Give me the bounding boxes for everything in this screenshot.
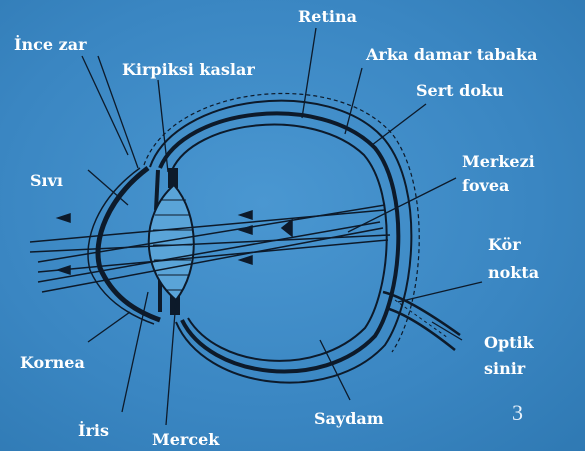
label-sivi: Sıvı bbox=[30, 171, 63, 190]
label-iris: İris bbox=[78, 420, 109, 440]
label-ince-zar: İnce zar bbox=[14, 34, 87, 54]
label-optik: Optik bbox=[484, 333, 535, 352]
label-sert-doku: Sert doku bbox=[416, 81, 504, 100]
label-retina: Retina bbox=[298, 7, 357, 26]
label-kor: Kör bbox=[488, 235, 521, 254]
label-mercek: Mercek bbox=[152, 430, 220, 449]
label-kornea: Kornea bbox=[20, 353, 85, 372]
label-arka-damar-tabaka: Arka damar tabaka bbox=[365, 45, 537, 64]
light-rays bbox=[30, 205, 390, 292]
label-kirpiksi-kaslar: Kirpiksi kaslar bbox=[122, 60, 255, 79]
page-number: 3 bbox=[512, 400, 523, 425]
label-sinir: sinir bbox=[484, 359, 526, 378]
label-nokta: nokta bbox=[488, 263, 539, 282]
optic-nerve bbox=[383, 292, 460, 350]
label-fovea: fovea bbox=[462, 176, 509, 195]
label-merkezi: Merkezi bbox=[462, 152, 535, 171]
label-saydam: Saydam bbox=[314, 409, 384, 428]
